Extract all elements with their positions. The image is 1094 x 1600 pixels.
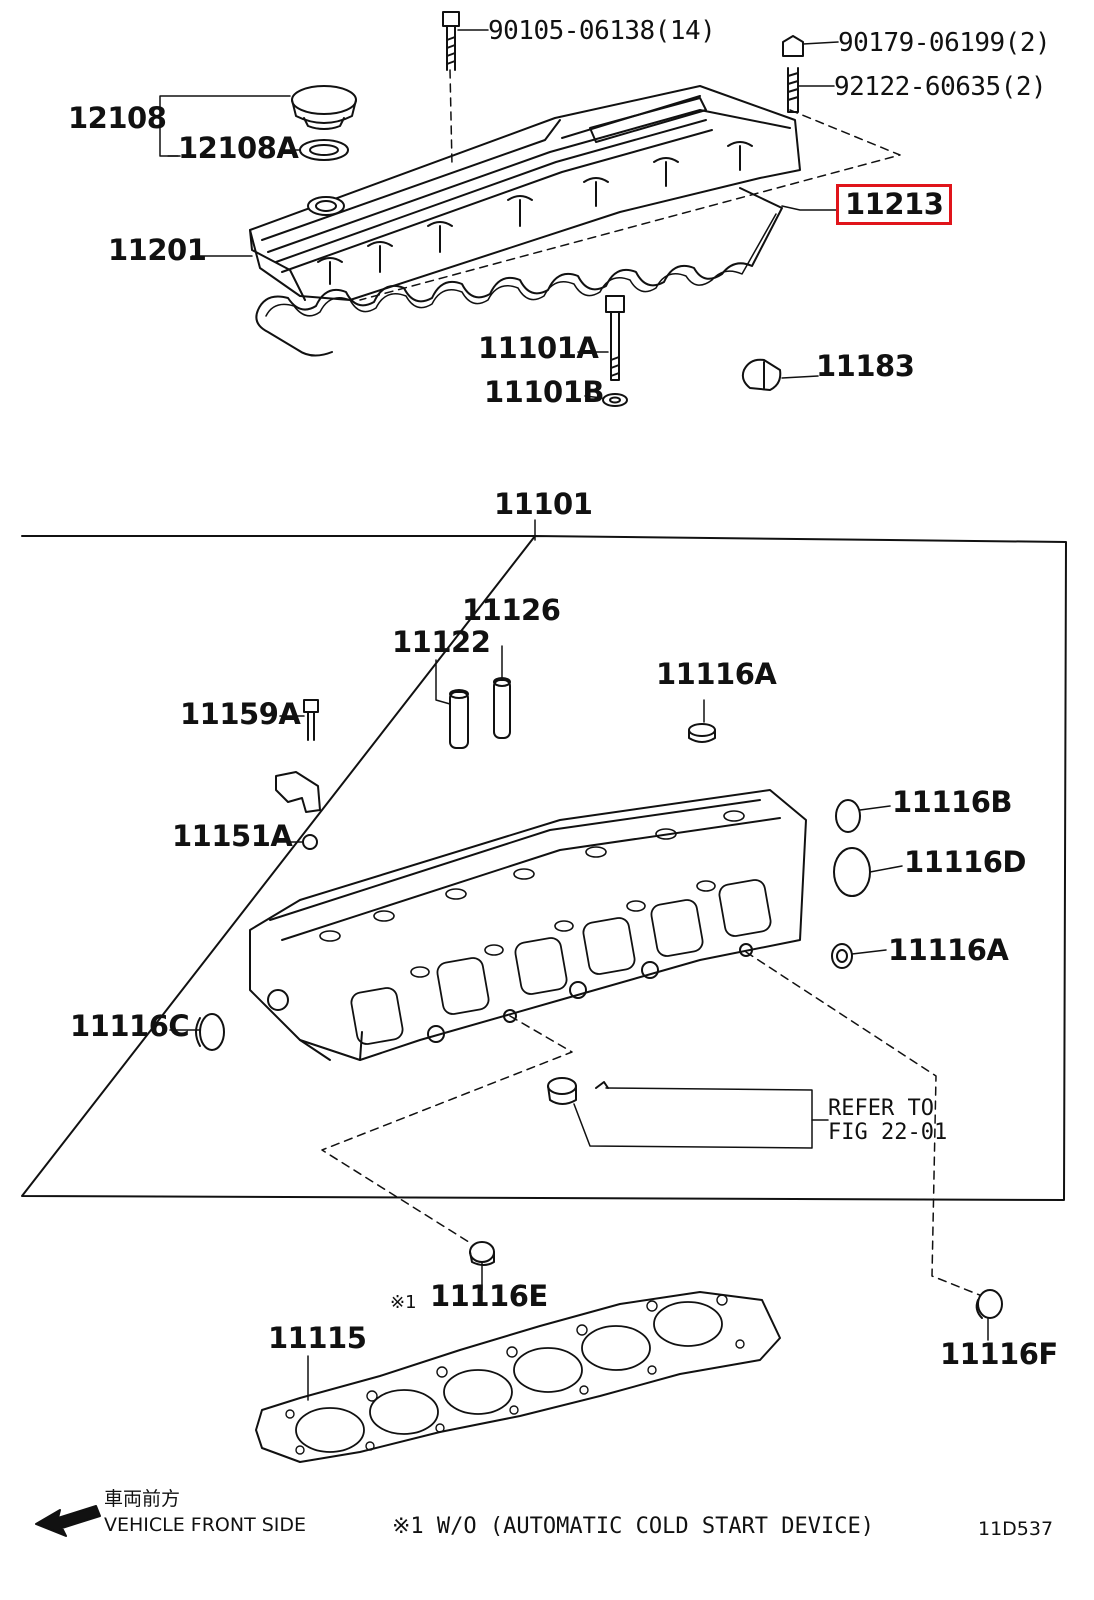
head-gasket-drawing <box>255 1291 781 1463</box>
part-label-92122-60635[interactable]: 92122-60635(2) <box>834 72 1047 102</box>
vehicle-front-arrow <box>35 1505 101 1537</box>
part-label-11115[interactable]: 11115 <box>268 1321 367 1355</box>
part-label-11116A-side[interactable]: 11116A <box>888 933 1009 967</box>
part-label-12108A[interactable]: 12108A <box>178 131 299 165</box>
part-label-11213-highlighted[interactable]: 11213 <box>836 184 953 225</box>
footnote-mark: ※1 <box>390 1292 417 1313</box>
part-label-11126[interactable]: 11126 <box>462 593 561 627</box>
part-label-11122[interactable]: 11122 <box>392 625 491 659</box>
assembly-box <box>21 535 1067 1201</box>
plugs-e-f-drawing <box>469 1241 1003 1341</box>
head-cover-gasket-drawing <box>255 187 783 357</box>
nut-and-stud-drawing <box>782 35 839 113</box>
part-label-11101[interactable]: 11101 <box>494 487 593 521</box>
refer-note-line1: REFER TO <box>828 1096 934 1121</box>
part-label-11116A-top[interactable]: 11116A <box>656 657 777 691</box>
semi-circular-plug-drawing <box>741 358 819 391</box>
part-label-11116E[interactable]: 11116E <box>430 1279 548 1313</box>
small-bolt-drawing <box>279 699 319 741</box>
refer-to-fig-drawing <box>547 1077 829 1149</box>
cup-plug-top-drawing <box>688 699 716 743</box>
figure-code: 11D537 <box>978 1518 1054 1540</box>
oil-filler-cap-drawing <box>159 85 357 161</box>
part-label-12108[interactable]: 12108 <box>68 101 167 135</box>
part-label-11151A[interactable]: 11151A <box>172 819 293 853</box>
bracket-and-pin-drawing <box>275 771 321 850</box>
bolt-90105-drawing <box>442 11 489 71</box>
refer-note-line2[interactable]: FIG 22-01 <box>828 1120 948 1145</box>
part-label-11201[interactable]: 11201 <box>108 233 207 267</box>
part-label-11116D[interactable]: 11116D <box>904 845 1026 879</box>
part-label-11116C[interactable]: 11116C <box>70 1009 190 1043</box>
part-label-11183[interactable]: 11183 <box>816 349 915 383</box>
cylinder-head-cover-drawing <box>249 69 901 301</box>
part-label-11159A[interactable]: 11159A <box>180 697 301 731</box>
part-label-11116B[interactable]: 11116B <box>892 785 1013 819</box>
valve-guide-drawing <box>435 645 511 749</box>
part-label-90179-06199[interactable]: 90179-06199(2) <box>838 28 1051 58</box>
side-plugs-drawing <box>169 799 903 1051</box>
footnote-text: ※1 W/O (AUTOMATIC COLD START DEVICE) <box>392 1514 875 1539</box>
part-label-90105-06138[interactable]: 90105-06138(14) <box>488 16 716 46</box>
part-label-11101B[interactable]: 11101B <box>484 375 605 409</box>
part-label-11101A[interactable]: 11101A <box>478 331 599 365</box>
vehicle-front-label: VEHICLE FRONT SIDE <box>104 1514 307 1536</box>
head-bolt-drawing <box>577 295 628 407</box>
vehicle-front-jp: 車両前方 <box>104 1488 181 1510</box>
part-label-11116F[interactable]: 11116F <box>940 1337 1058 1371</box>
cylinder-head-drawing <box>249 789 807 1061</box>
